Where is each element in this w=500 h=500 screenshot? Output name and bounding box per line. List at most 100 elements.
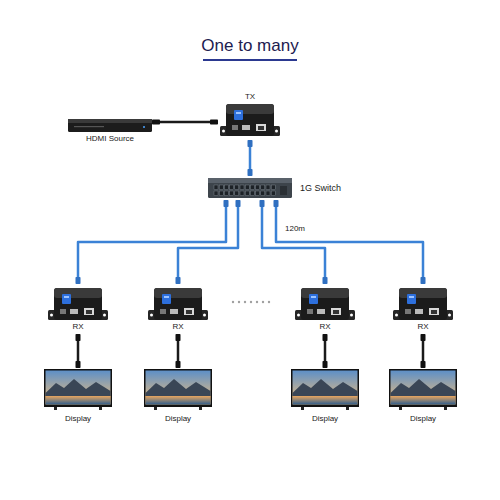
dot (262, 301, 264, 303)
cable-plug (323, 361, 328, 368)
player-top (68, 119, 152, 123)
title-underline (203, 59, 297, 61)
switch-port (224, 185, 228, 190)
tv-sky (391, 370, 456, 404)
tv-mountains (46, 379, 111, 396)
display-glint (164, 296, 169, 298)
device-label: Display (312, 414, 338, 424)
display-box: Display (142, 368, 214, 424)
port (307, 309, 313, 314)
cable-plug (260, 200, 265, 207)
extender-device (295, 286, 355, 322)
switch-port (230, 191, 234, 196)
port (232, 125, 238, 130)
tv-display (144, 369, 212, 411)
screw-hole (203, 314, 206, 317)
device-label: RX (72, 322, 83, 332)
switch-port (271, 185, 275, 190)
tv-frame (44, 369, 112, 407)
cable-plug (152, 120, 160, 125)
device-label: Display (410, 414, 436, 424)
screw-hole (103, 314, 106, 317)
switch-top (208, 178, 292, 183)
switch-port (214, 191, 218, 196)
port (160, 309, 166, 314)
switch-port (245, 191, 249, 196)
cable-plug (421, 361, 426, 368)
rj45-port (429, 308, 439, 315)
cable-connector (276, 200, 423, 284)
ellipsis-dots (232, 301, 270, 303)
port (405, 309, 411, 314)
screw-hole (297, 314, 300, 317)
device-illustration (44, 369, 112, 411)
tv-mountains (146, 379, 211, 396)
display-box: Display (289, 368, 361, 424)
device-illustration (144, 369, 212, 411)
device-illustration (393, 286, 453, 322)
tv-frame (291, 369, 359, 407)
device-label: 1G Switch (300, 183, 341, 193)
rj45-socket (186, 310, 192, 314)
switch-port (230, 185, 234, 190)
device-illustration (291, 369, 359, 411)
device-illustration (208, 176, 292, 200)
switch-port (235, 185, 239, 190)
tv-frame (144, 369, 212, 407)
device-top (226, 104, 274, 114)
switch-port (235, 191, 239, 196)
cable-plug (176, 334, 181, 341)
tv-display (291, 369, 359, 411)
extender-device (393, 286, 453, 322)
display-glint (64, 296, 69, 298)
rj45-port (256, 124, 266, 131)
player-device (68, 116, 152, 134)
cable-plug (248, 140, 253, 147)
switch-port (214, 185, 218, 190)
switch-port (240, 191, 244, 196)
tv-foot (54, 407, 57, 410)
device-body (399, 288, 447, 320)
switch-port (256, 191, 260, 196)
device-top (301, 288, 349, 298)
cable-connector (178, 200, 238, 284)
tv-mountains (391, 379, 456, 396)
cable-plug (224, 200, 229, 207)
screw-hole (275, 130, 278, 133)
tv-display (389, 369, 457, 411)
device-top (399, 288, 447, 298)
status-display (62, 294, 71, 304)
rj45-socket (86, 310, 92, 314)
switch-port (261, 191, 265, 196)
status-display (407, 294, 416, 304)
tv-foot (301, 407, 304, 410)
cable-plug (76, 361, 81, 368)
switch-device (208, 176, 292, 200)
dot (244, 301, 246, 303)
screw-hole (150, 314, 153, 317)
dot (232, 301, 234, 303)
receiver-box: RX (47, 284, 109, 334)
status-display (162, 294, 171, 304)
tv-lake (391, 396, 456, 405)
device-label: Display (65, 414, 91, 424)
cable-plug (274, 200, 279, 207)
switch-port (271, 191, 275, 196)
source-box: HDMI Source (68, 113, 152, 147)
switch-port (250, 185, 254, 190)
receiver-box: RX (392, 284, 454, 334)
tv-frame (389, 369, 457, 407)
tv-foot (399, 407, 402, 410)
cable-plug (210, 120, 218, 125)
player-body (68, 119, 152, 132)
cable-plug (236, 200, 241, 207)
rj45-port (331, 308, 341, 315)
display-box: Display (387, 368, 459, 424)
tv-lake (293, 396, 358, 405)
cable-connector (152, 121, 218, 124)
port (317, 309, 325, 314)
port (70, 309, 78, 314)
device-illustration (68, 116, 152, 134)
power-led (143, 126, 145, 128)
